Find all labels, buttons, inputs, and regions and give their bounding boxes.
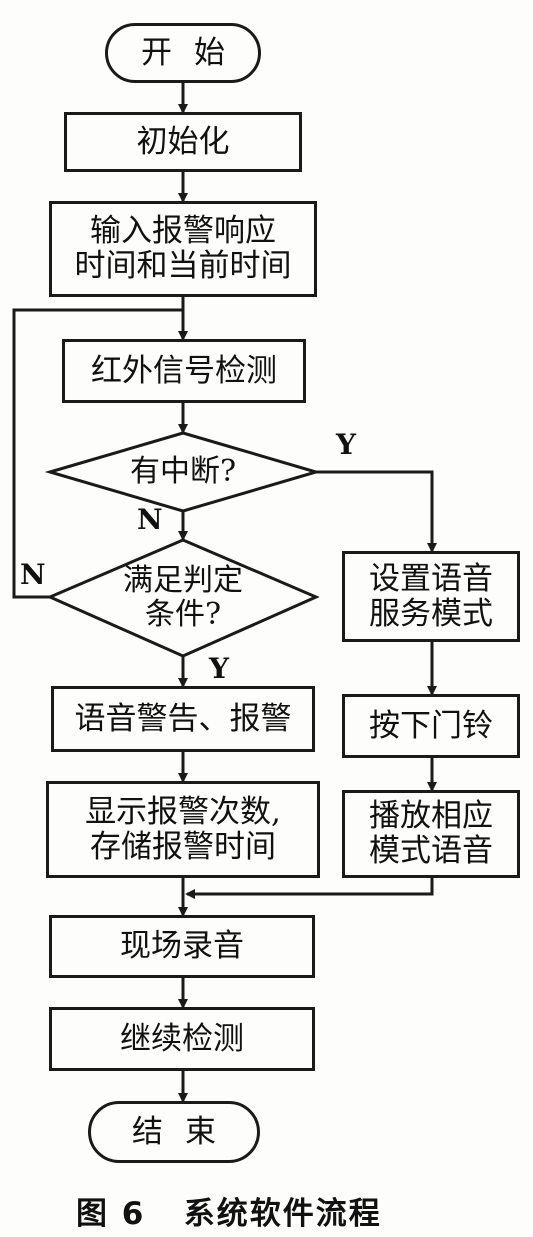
interrupt-decision-label: 有中断?	[129, 453, 237, 489]
input-time-step: 输入报警响应 时间和当前时间	[49, 201, 317, 297]
display-store-step: 显示报警次数, 存储报警时间	[46, 781, 320, 878]
connector-play-to-merge	[185, 878, 434, 899]
ir-detect-step: 红外信号检测	[62, 339, 306, 403]
condition-decision-label: 满足判定 条件?	[123, 562, 243, 632]
play-voice-step: 播放相应 模式语音	[342, 790, 520, 878]
condition-decision-diamond	[46, 538, 320, 658]
connector-interrupt-yes-branch	[316, 470, 437, 553]
end-terminal: 结束	[88, 1101, 260, 1163]
interrupt-yes-label: Y	[336, 428, 356, 461]
voice-alarm-step: 语音警告、报警	[51, 686, 315, 752]
init-step: 初始化	[64, 112, 302, 172]
continue-detect-step: 继续检测	[49, 1007, 315, 1071]
connector-condition-no-loop	[12, 308, 183, 599]
set-voice-mode-step: 设置语音 服务模式	[342, 551, 520, 642]
start-terminal: 开始	[105, 23, 261, 83]
press-bell-step: 按下门铃	[342, 694, 520, 758]
condition-no-label: N	[20, 558, 46, 591]
interrupt-no-label: N	[137, 503, 163, 536]
condition-yes-label: Y	[209, 652, 229, 685]
figure-caption: 图 6 系统软件流程	[76, 1196, 382, 1232]
record-step: 现场录音	[49, 915, 315, 978]
